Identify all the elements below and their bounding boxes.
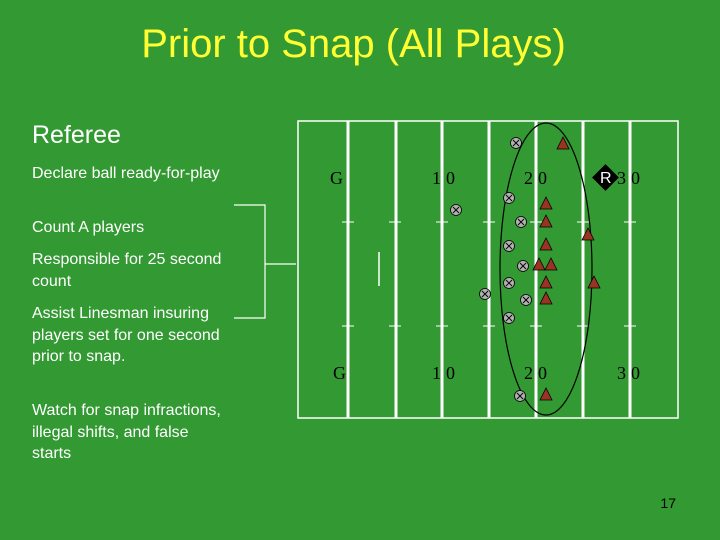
defense-player xyxy=(514,390,526,402)
yard-number: 30 xyxy=(617,363,645,383)
duty-assist-linesman: Assist Linesman insuring players set for… xyxy=(32,305,220,365)
offense-player xyxy=(581,227,595,241)
duty-25-second-count: Responsible for 25 second count xyxy=(32,251,222,290)
yard-number: G xyxy=(333,363,351,383)
defense-player xyxy=(503,240,515,252)
offense-player xyxy=(544,257,558,271)
official-heading: Referee xyxy=(32,121,121,149)
defense-player xyxy=(503,192,515,204)
offense-player xyxy=(539,214,553,228)
defense-players xyxy=(450,137,532,402)
defense-player xyxy=(450,204,462,216)
page-number: 17 xyxy=(660,495,676,511)
yard-number: 10 xyxy=(432,168,460,188)
offense-player xyxy=(539,196,553,210)
slide-title: Prior to Snap (All Plays) xyxy=(141,22,566,66)
yard-number: 30 xyxy=(617,168,645,188)
offense-player xyxy=(539,275,553,289)
yard-lines xyxy=(346,121,632,418)
top-yard-numbers: G 10 20 30 xyxy=(330,168,645,188)
yard-number: 20 xyxy=(524,168,552,188)
defense-player xyxy=(479,288,491,300)
offense-player xyxy=(556,136,570,150)
referee-label: R xyxy=(600,170,612,187)
offense-players xyxy=(532,136,601,401)
defense-player xyxy=(517,260,529,272)
defense-player xyxy=(503,312,515,324)
offense-player xyxy=(539,291,553,305)
bottom-yard-numbers: G 10 20 30 xyxy=(333,363,645,383)
defense-player xyxy=(515,216,527,228)
offense-player xyxy=(587,275,601,289)
defense-player xyxy=(510,137,522,149)
offense-player xyxy=(532,257,546,271)
duty-count-players: Count A players xyxy=(32,219,145,236)
yard-number: 10 xyxy=(432,363,460,383)
yard-number: G xyxy=(330,168,348,188)
offense-player xyxy=(539,387,553,401)
hash-marks xyxy=(342,221,636,327)
duty-watch-infractions: Watch for snap infractions, illegal shif… xyxy=(32,402,221,462)
counting-area-ellipse xyxy=(499,122,593,416)
defense-player xyxy=(503,277,515,289)
yard-number: 20 xyxy=(524,363,552,383)
bracket-connector xyxy=(234,204,296,319)
duty-ready-for-play: Declare ball ready-for-play xyxy=(32,165,220,182)
offense-player xyxy=(539,237,553,251)
defense-player xyxy=(520,294,532,306)
